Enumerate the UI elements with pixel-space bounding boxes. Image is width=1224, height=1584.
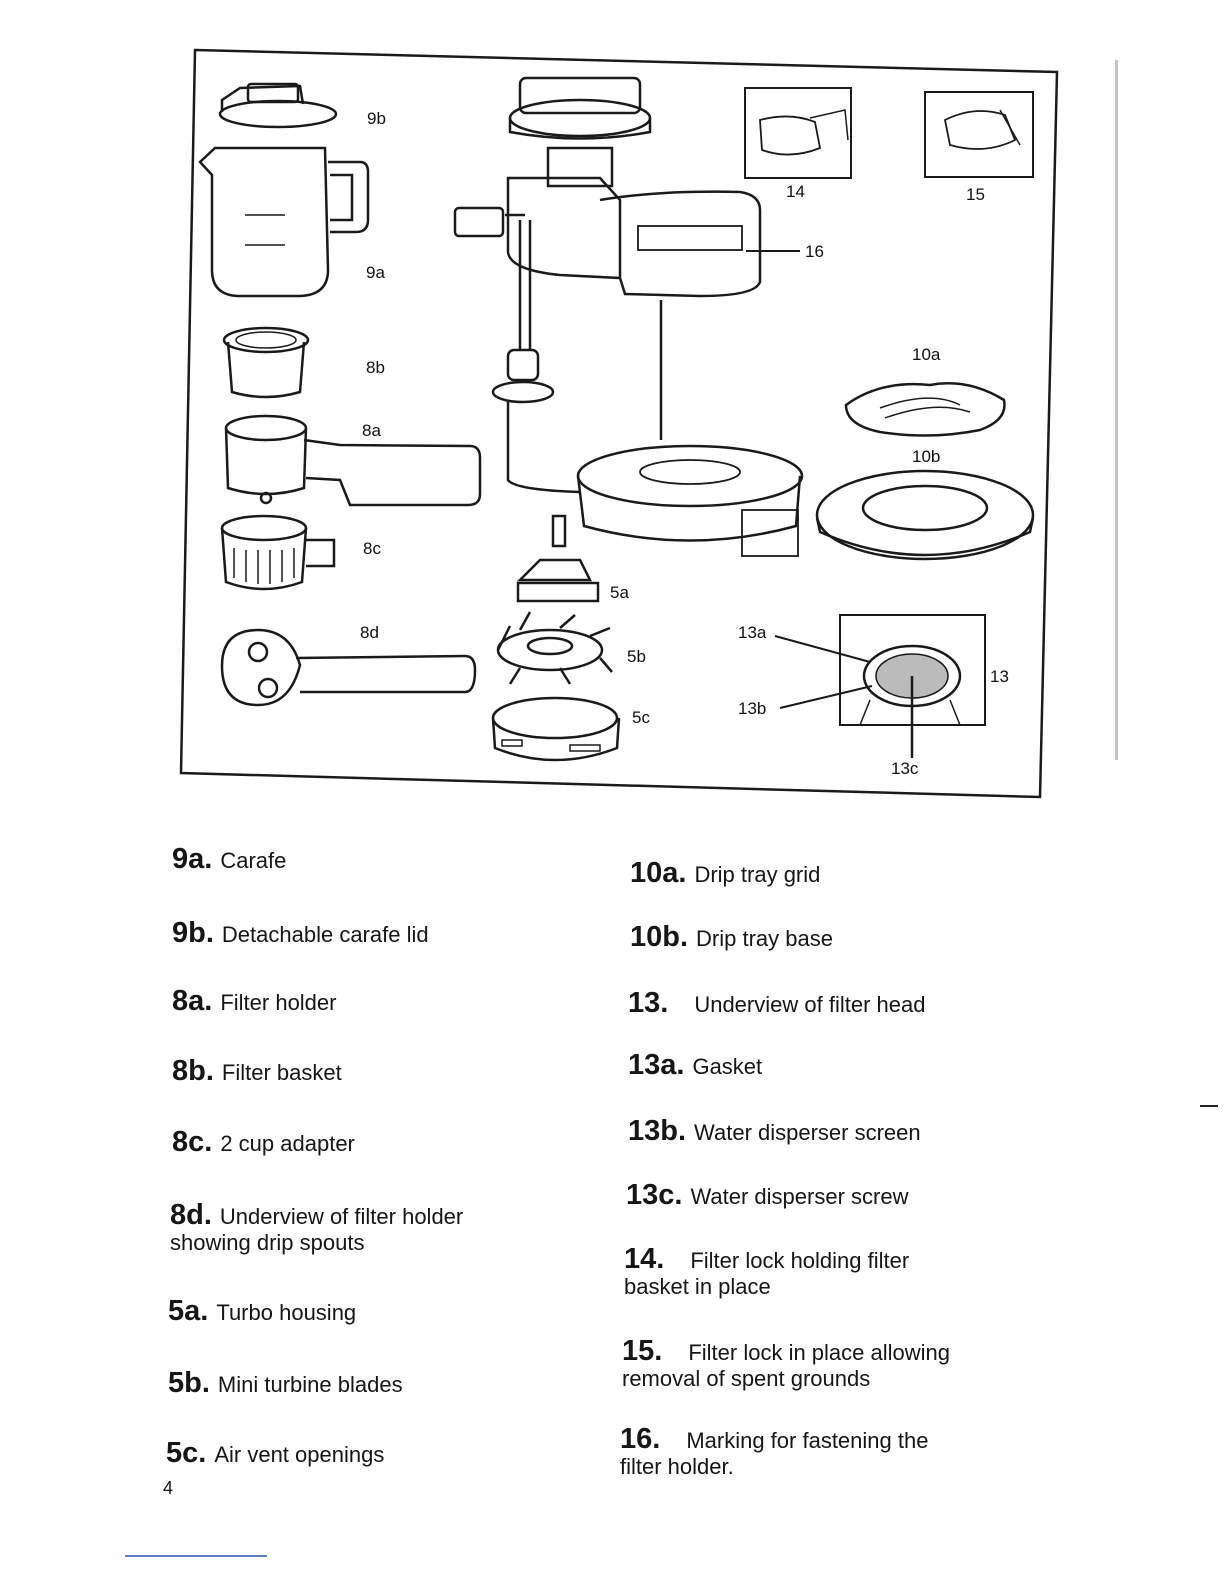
callout-5c: 5c xyxy=(632,708,650,727)
legend-number: 10b. xyxy=(630,921,689,953)
callout-5b: 5b xyxy=(627,647,646,666)
legend-10b: 10b. Drip tray base xyxy=(630,921,833,953)
legend-9b: 9b. Detachable carafe lid xyxy=(172,917,429,949)
legend-number: 13a. xyxy=(628,1049,685,1081)
legend-15: 15. Filter lock in place allowing removal… xyxy=(622,1335,950,1392)
legend-5a: 5a. Turbo housing xyxy=(168,1295,357,1327)
legend-number: 8c. xyxy=(172,1126,213,1158)
legend-text-continued: basket in place xyxy=(624,1274,771,1299)
legend-text: Carafe xyxy=(220,848,287,873)
parts-diagram: 9b 9a 8b 8a 8c 8d 5a 5b 5c 14 15 16 10a … xyxy=(179,48,1059,799)
legend-13b: 13b. Water disperser screen xyxy=(628,1115,921,1147)
legend-text: Gasket xyxy=(692,1054,763,1079)
legend-text: Marking for fastening the xyxy=(686,1428,929,1453)
legend-number: 14. xyxy=(624,1243,665,1275)
legend-number: 13c. xyxy=(626,1179,683,1211)
legend-8b: 8b. Filter basket xyxy=(172,1055,342,1087)
legend-text: Filter lock holding filter xyxy=(690,1248,910,1273)
legend-5b: 5b. Mini turbine blades xyxy=(168,1367,403,1399)
espresso-machine-drawing xyxy=(453,76,804,557)
legend-text-continued: filter holder. xyxy=(620,1454,734,1479)
callout-13b: 13b xyxy=(738,699,766,718)
callout-10a: 10a xyxy=(912,345,941,364)
margin-dash xyxy=(1200,1105,1218,1107)
legend-text: Water disperser screen xyxy=(694,1120,921,1145)
scan-noise-strip xyxy=(1115,60,1118,760)
air-vent-drawing xyxy=(491,696,621,762)
legend-10a: 10a. Drip tray grid xyxy=(630,857,821,889)
legend-number: 5c. xyxy=(166,1437,207,1469)
legend-9a: 9a. Carafe xyxy=(172,843,287,875)
carafe-lid-drawing xyxy=(218,82,338,129)
legend-13a: 13a. Gasket xyxy=(628,1049,763,1081)
legend-number: 10a. xyxy=(630,857,687,889)
legend-number: 13b. xyxy=(628,1115,687,1147)
callout-9b: 9b xyxy=(367,109,386,128)
callout-10b: 10b xyxy=(912,447,940,466)
legend-text: 2 cup adapter xyxy=(220,1131,355,1156)
legend-13: 13. Underview of filter head xyxy=(628,987,926,1019)
legend-text-continued: showing drip spouts xyxy=(170,1230,365,1255)
filter-lock-inset-15 xyxy=(924,91,1034,178)
diagram-frame xyxy=(179,48,1059,799)
drip-tray-grid-drawing xyxy=(844,382,1006,437)
legend-text: Filter holder xyxy=(220,990,337,1015)
callout-8c: 8c xyxy=(363,539,381,558)
legend-text: Air vent openings xyxy=(214,1442,385,1467)
legend-text: Filter basket xyxy=(221,1060,342,1085)
callout-9a: 9a xyxy=(366,263,385,282)
legend-number: 13. xyxy=(628,987,669,1019)
callout-14: 14 xyxy=(786,182,805,201)
legend-number: 5a. xyxy=(168,1295,209,1327)
legend-8c: 8c. 2 cup adapter xyxy=(172,1126,355,1158)
legend-text: Detachable carafe lid xyxy=(221,922,429,947)
callout-8a: 8a xyxy=(362,421,381,440)
legend-text: Turbo housing xyxy=(216,1300,357,1325)
legend-number: 15. xyxy=(622,1335,663,1367)
legend-8a: 8a. Filter holder xyxy=(172,985,337,1017)
adapter-drawing xyxy=(220,514,336,591)
filter-lock-inset-14 xyxy=(744,87,852,179)
drip-tray-base-drawing xyxy=(815,469,1035,561)
page-number: 4 xyxy=(163,1478,174,1498)
legend-16: 16. Marking for fastening the filter hold… xyxy=(620,1423,929,1480)
callout-13c: 13c xyxy=(891,759,919,778)
legend-text: Drip tray base xyxy=(696,926,833,951)
callout-5a: 5a xyxy=(610,583,629,602)
legend-8d: 8d. Underview of filter holder showing dr… xyxy=(170,1199,464,1256)
legend-number: 5b. xyxy=(168,1367,210,1399)
legend-number: 8d. xyxy=(170,1199,212,1231)
carafe-drawing xyxy=(198,146,370,298)
legend-number: 9a. xyxy=(172,843,213,875)
callout-8d: 8d xyxy=(360,623,379,642)
callout-13a: 13a xyxy=(738,623,767,642)
legend-text: Underview of filter head xyxy=(694,992,926,1017)
turbo-housing-drawing xyxy=(516,514,600,603)
callout-13: 13 xyxy=(990,667,1009,686)
legend-number: 9b. xyxy=(172,917,214,949)
legend-number: 8b. xyxy=(172,1055,214,1087)
filter-holder-drawing xyxy=(224,414,482,507)
callout-16: 16 xyxy=(805,242,824,261)
legend-number: 16. xyxy=(620,1423,661,1455)
legend-text: Filter lock in place allowing xyxy=(688,1340,950,1365)
filter-holder-underview-drawing xyxy=(220,628,477,707)
legend-text: Mini turbine blades xyxy=(217,1372,403,1397)
filter-basket-drawing xyxy=(222,326,310,399)
legend-text: Water disperser screw xyxy=(690,1184,909,1209)
legend-text-continued: removal of spent grounds xyxy=(622,1366,871,1391)
legend-text: Drip tray grid xyxy=(694,862,821,887)
filter-head-underview-drawing xyxy=(774,614,986,758)
legend-13c: 13c. Water disperser screw xyxy=(626,1179,909,1211)
scan-edge-line xyxy=(125,1555,267,1557)
legend-5c: 5c. Air vent openings xyxy=(166,1437,385,1469)
mini-turbine-drawing xyxy=(496,611,613,685)
legend-number: 8a. xyxy=(172,985,213,1017)
legend-14: 14. Filter lock holding filter basket in … xyxy=(624,1243,910,1300)
callout-8b: 8b xyxy=(366,358,385,377)
callout-15: 15 xyxy=(966,185,985,204)
legend-text: Underview of filter holder xyxy=(219,1204,464,1229)
